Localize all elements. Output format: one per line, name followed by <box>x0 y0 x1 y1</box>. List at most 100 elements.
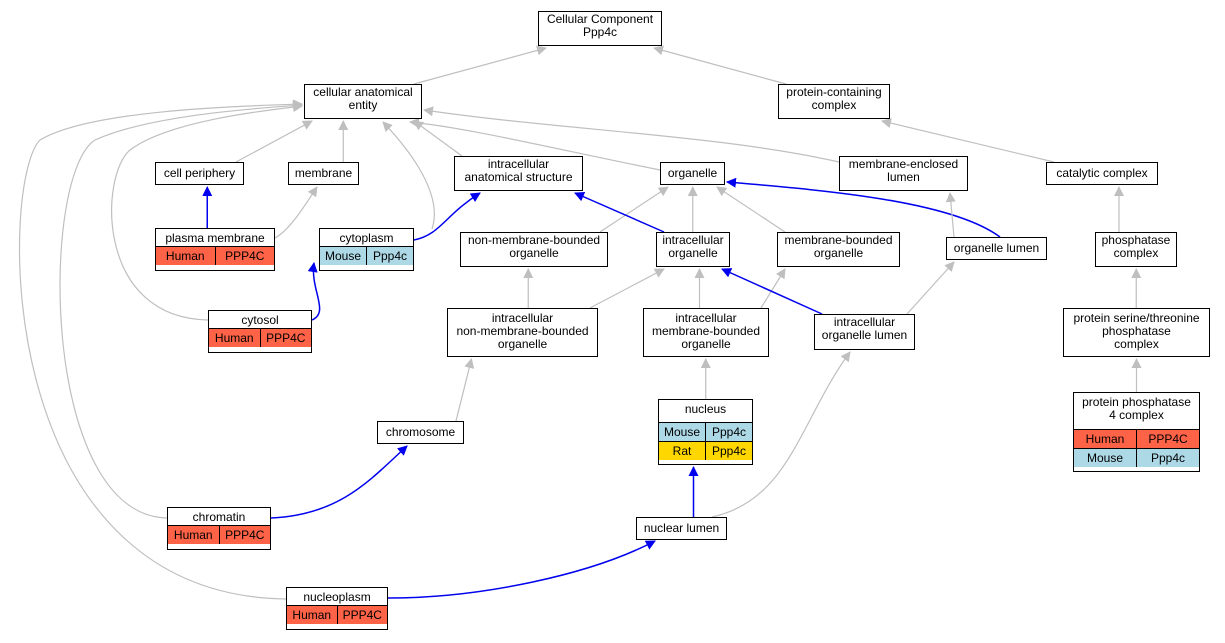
species-cell: Human <box>292 608 332 622</box>
edge-is-a-cytoplasm-to-cae <box>382 121 435 230</box>
node-membrane[interactable]: membrane <box>288 162 359 185</box>
node-nucleus[interactable]: nucleus Mouse Ppp4c Rat Ppp4c <box>658 399 753 465</box>
node-protein-serine-threonine-phosphatase-complex[interactable]: protein serine/threonine phosphatase com… <box>1063 308 1210 357</box>
node-chromatin[interactable]: chromatin Human PPP4C <box>167 507 271 550</box>
gene-cell: PPP4C <box>259 329 312 347</box>
node-plasma-membrane[interactable]: plasma membrane Human PPP4C <box>155 228 275 271</box>
node-label: non-membrane-bounded organelle <box>467 233 601 260</box>
node-label: Cellular Component Ppp4c <box>546 12 654 39</box>
node-label: organelle lumen <box>953 241 1040 255</box>
node-label: phosphatase complex <box>1101 233 1171 260</box>
edge-is-a-nucleoplasm-to-cae <box>18 99 303 600</box>
node-chromosome[interactable]: chromosome <box>377 421 464 444</box>
node-intracellular-organelle-lumen[interactable]: intracellular organelle lumen <box>814 314 915 350</box>
species-cell: Human <box>173 528 213 542</box>
annotation-row-human: Human PPP4C <box>209 328 311 347</box>
node-label: catalytic complex <box>1056 166 1148 180</box>
gene-cell: Ppp4c <box>366 247 413 265</box>
edge-part-of-chromatin-to-chromosome <box>270 445 408 519</box>
node-label: intracellular anatomical structure <box>464 157 573 184</box>
edge-is-a-cytosol-to-cae <box>111 102 303 321</box>
node-catalytic-complex[interactable]: catalytic complex <box>1046 162 1158 185</box>
species-cell: Mouse <box>1086 451 1124 465</box>
node-label: membrane <box>294 166 353 180</box>
node-label: plasma membrane <box>165 231 265 245</box>
edge-is-a-iol-to-ol <box>906 261 955 315</box>
edge-is-a-ias-to-cae <box>413 120 463 157</box>
node-protein-containing-complex[interactable]: protein-containing complex <box>778 84 890 119</box>
node-cellular-component[interactable]: Cellular Component Ppp4c <box>538 11 662 46</box>
node-nuclear-lumen[interactable]: nuclear lumen <box>636 517 727 540</box>
node-intracellular-organelle[interactable]: intracellular organelle <box>656 232 730 267</box>
edge-is-a-cae-to-root <box>413 45 547 85</box>
annotation-row-human: Human PPP4C <box>168 525 270 544</box>
node-intracellular-anatomical-structure[interactable]: intracellular anatomical structure <box>454 156 583 191</box>
gene-cell: Ppp4c <box>705 423 752 441</box>
gene-cell: PPP4C <box>218 526 271 544</box>
node-cellular-anatomical-entity[interactable]: cellular anatomical entity <box>304 84 422 119</box>
node-label: organelle <box>667 166 718 180</box>
node-label: protein-containing complex <box>786 85 882 112</box>
node-label: intracellular organelle lumen <box>821 315 908 342</box>
edge-is-a-nmbo-to-organelle <box>599 186 669 233</box>
node-cell-periphery[interactable]: cell periphery <box>155 162 244 185</box>
annotation-row-rat: Rat Ppp4c <box>659 441 752 460</box>
edge-is-a-chromatin-to-cae <box>59 100 303 519</box>
annotation-row-mouse: Mouse Ppp4c <box>1074 448 1199 467</box>
edge-part-of-iol-to-io <box>721 268 823 315</box>
annotation-row-mouse: Mouse Ppp4c <box>320 246 413 265</box>
node-non-membrane-bounded-organelle[interactable]: non-membrane-bounded organelle <box>460 232 608 267</box>
node-label: cytosol <box>241 313 279 327</box>
species-cell: Human <box>165 249 205 263</box>
edge-is-a-pcc-to-root <box>653 45 787 85</box>
edge-is-a-catcomp-to-pcc <box>881 118 1055 163</box>
edge-is-a-chromosome-to-inmbo <box>455 358 475 422</box>
edge-part-of-nucleoplasm-to-nuclumen <box>387 540 656 599</box>
node-label: nucleoplasm <box>303 590 371 604</box>
species-cell: Mouse <box>324 249 362 263</box>
node-label: cytoplasm <box>339 231 394 245</box>
node-protein-phosphatase-4-complex[interactable]: protein phosphatase 4 complex Human PPP4… <box>1073 392 1200 472</box>
node-label: protein phosphatase 4 complex <box>1082 395 1191 422</box>
edge-part-of-ol-to-organelle <box>726 177 1001 238</box>
gene-cell: PPP4C <box>336 606 388 624</box>
node-intracellular-membrane-bounded-organelle[interactable]: intracellular membrane-bounded organelle <box>643 308 769 357</box>
edge-is-a-inmbo-to-io <box>589 268 665 309</box>
node-label: intracellular non-membrane-bounded organ… <box>456 311 589 351</box>
node-label: nuclear lumen <box>643 521 720 535</box>
edge-part-of-cytosol-to-cytoplasm <box>307 262 321 321</box>
node-cytosol[interactable]: cytosol Human PPP4C <box>208 310 312 353</box>
node-cytoplasm[interactable]: cytoplasm Mouse Ppp4c <box>319 228 414 271</box>
gene-cell: PPP4C <box>1136 430 1199 448</box>
annotation-row-human: Human PPP4C <box>287 605 387 624</box>
node-label: cellular anatomical entity <box>313 85 413 112</box>
node-organelle[interactable]: organelle <box>660 162 725 185</box>
species-cell: Rat <box>672 444 692 458</box>
edge-is-a-ol-to-mel <box>945 192 956 238</box>
node-membrane-bounded-organelle[interactable]: membrane-bounded organelle <box>777 232 900 267</box>
node-phosphatase-complex[interactable]: phosphatase complex <box>1095 232 1177 267</box>
gene-cell: Ppp4c <box>1136 449 1199 467</box>
node-label: protein serine/threonine phosphatase com… <box>1073 311 1200 351</box>
node-label: nucleus <box>684 402 727 416</box>
gene-cell: Ppp4c <box>705 442 752 460</box>
annotation-row-human: Human PPP4C <box>1074 429 1199 448</box>
edge-is-a-pm-to-membrane <box>274 186 318 239</box>
gene-cell: PPP4C <box>214 247 275 265</box>
node-intracellular-non-membrane-bounded-organelle[interactable]: intracellular non-membrane-bounded organ… <box>447 308 598 357</box>
node-label: membrane-enclosed lumen <box>848 157 959 184</box>
annotation-row-human: Human PPP4C <box>156 246 274 265</box>
node-organelle-lumen[interactable]: organelle lumen <box>946 237 1047 260</box>
edge-is-a-cellper-to-cae <box>235 120 313 163</box>
species-cell: Mouse <box>663 425 701 439</box>
node-label: intracellular organelle <box>662 233 724 260</box>
node-label: membrane-bounded organelle <box>784 233 893 260</box>
edge-is-a-organelle-to-cae <box>409 117 661 171</box>
edge-part-of-cytoplasm-to-ias <box>413 192 481 241</box>
node-nucleoplasm[interactable]: nucleoplasm Human PPP4C <box>286 587 388 630</box>
node-label: cell periphery <box>163 166 236 180</box>
node-membrane-enclosed-lumen[interactable]: membrane-enclosed lumen <box>839 156 968 191</box>
species-cell: Human <box>214 331 254 345</box>
